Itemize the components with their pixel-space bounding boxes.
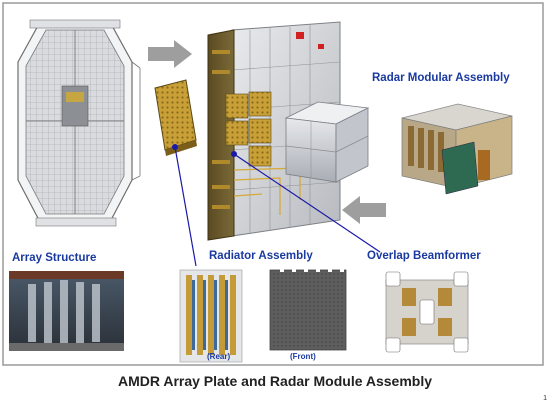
radar-modular-assembly-photo (401, 103, 513, 195)
radiator-rear-photo (179, 269, 243, 363)
page-number: 1 (543, 395, 547, 402)
array-structure-drawing (17, 19, 141, 227)
connector-line-radiator (174, 146, 197, 267)
arrow-right-icon (148, 40, 192, 68)
label-array-structure: Array Structure (12, 252, 97, 264)
overlap-beamformer-board (385, 271, 469, 353)
label-overlap-beamformer: Overlap Beamformer (367, 250, 481, 262)
label-radiator-assembly: Radiator Assembly (209, 250, 313, 262)
figure-caption: AMDR Array Plate and Radar Module Assemb… (117, 373, 433, 389)
label-rear: (Rear) (207, 352, 231, 361)
array-structure-photo (9, 271, 124, 351)
arrow-left-icon (342, 196, 386, 224)
beamformer-box-drawing (284, 101, 370, 183)
radiator-front-photo (269, 268, 347, 351)
label-radar-modular-assembly: Radar Modular Assembly (372, 72, 510, 84)
label-front: (Front) (290, 352, 316, 361)
connector-line-beamformer (233, 153, 381, 253)
